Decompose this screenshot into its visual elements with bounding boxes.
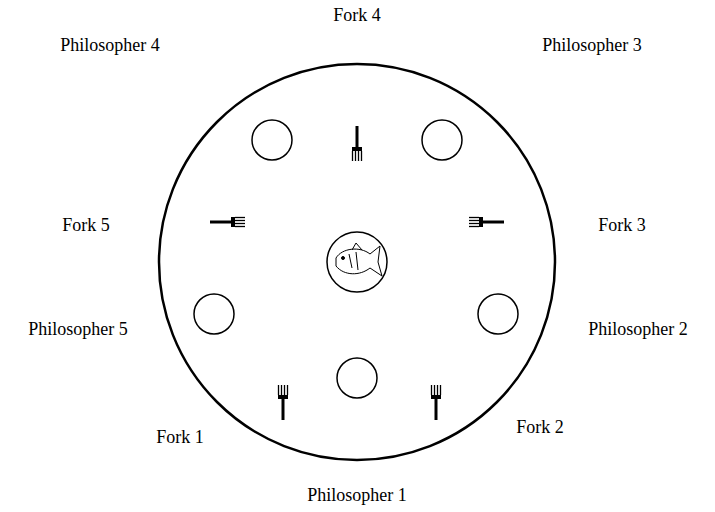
text-label: Philosopher 2 <box>588 320 688 340</box>
text-label: Philosopher 5 <box>28 320 128 340</box>
text-label: Philosopher 3 <box>542 36 642 56</box>
fork-icon <box>352 126 362 161</box>
plate <box>337 358 377 398</box>
text-label: Fork 2 <box>516 418 564 438</box>
fish <box>336 243 382 276</box>
plate <box>252 120 292 160</box>
fork-icon <box>469 217 504 227</box>
plate <box>478 294 518 334</box>
text-label: Fork 5 <box>62 216 110 236</box>
table <box>159 64 555 460</box>
text-label: Fork 1 <box>156 428 204 448</box>
serving-dish <box>327 232 387 292</box>
fork-icon <box>278 385 288 420</box>
text-label: Fork 3 <box>598 216 646 236</box>
text-label: Philosopher 4 <box>60 36 160 56</box>
text-label: Fork 4 <box>333 6 381 26</box>
fork-icon <box>210 217 245 227</box>
fork-icon <box>431 385 441 420</box>
plate <box>422 120 462 160</box>
plate <box>194 294 234 334</box>
text-label: Philosopher 1 <box>307 486 407 506</box>
